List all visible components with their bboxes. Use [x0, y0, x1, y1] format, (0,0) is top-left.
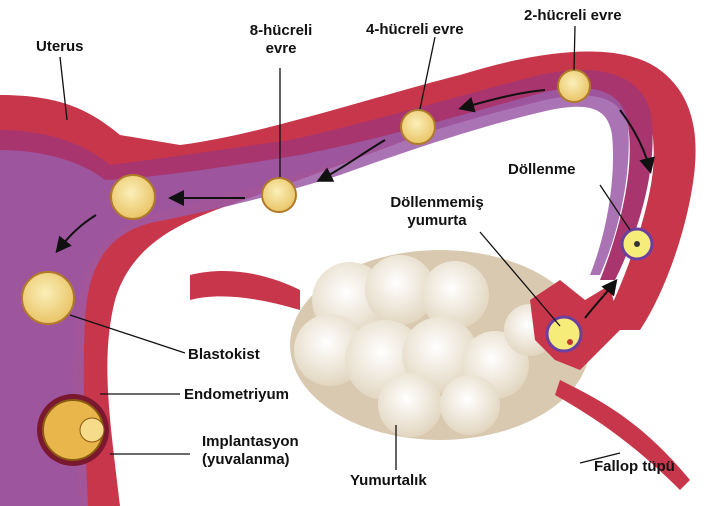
label-four-cell-stage: 4-hücreli evre [366, 21, 464, 39]
label-implantation: Implantasyon (yuvalanma) [202, 433, 299, 469]
label-fallopian-tube: Fallop tüpü [594, 458, 675, 476]
label-blastocyst: Blastokist [188, 346, 260, 364]
label-eight-cell-stage: 8-hücreli evre [226, 22, 336, 58]
label-uterus: Uterus [36, 38, 84, 56]
label-fertilization: Döllenme [508, 161, 576, 179]
label-unfertilized-egg: Döllenmemiş yumurta [372, 194, 502, 230]
ovary [190, 250, 590, 440]
label-two-cell-stage: 2-hücreli evre [524, 7, 622, 25]
label-endometrium: Endometriyum [184, 386, 289, 404]
blastocyst-cell [22, 272, 74, 324]
implanted-embryo [37, 394, 109, 466]
eight-cell-stage [262, 178, 296, 212]
ovarian-ligament [190, 271, 300, 310]
fertilized-egg [622, 229, 652, 259]
morula-cell [111, 175, 155, 219]
two-cell-stage [558, 70, 590, 102]
label-ovary: Yumurtalık [350, 472, 427, 490]
four-cell-stage [401, 110, 435, 144]
unfertilized-egg [547, 317, 581, 351]
